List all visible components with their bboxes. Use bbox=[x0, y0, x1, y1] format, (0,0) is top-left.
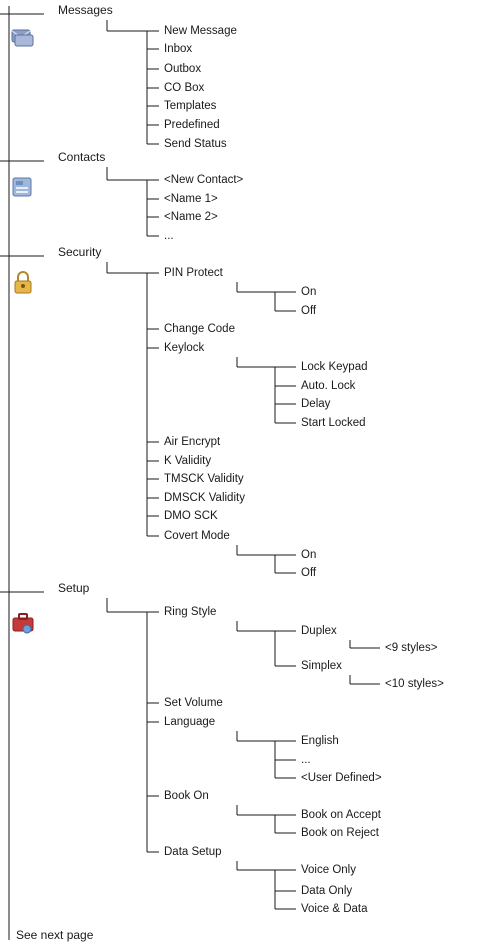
section-title-contacts: Contacts bbox=[58, 150, 106, 164]
toolbox-icon bbox=[12, 613, 34, 634]
menu-item: English bbox=[301, 735, 339, 747]
menu-item: Auto. Lock bbox=[301, 380, 356, 392]
menu-item: Book on Reject bbox=[301, 827, 379, 839]
menu-item: Set Volume bbox=[164, 697, 223, 709]
menu-item: Book On bbox=[164, 790, 209, 802]
menu-item: Voice Only bbox=[301, 864, 356, 876]
menu-item: Data Setup bbox=[164, 846, 222, 858]
menu-item: Off bbox=[301, 305, 317, 317]
menu-item: Keylock bbox=[164, 342, 205, 354]
padlock-icon bbox=[14, 271, 32, 294]
menu-item: ... bbox=[301, 754, 311, 766]
menu-item: Outbox bbox=[164, 63, 202, 75]
menu-item: Templates bbox=[164, 100, 217, 112]
menu-item: Send Status bbox=[164, 138, 227, 150]
envelopes-icon bbox=[11, 29, 34, 47]
menu-item: <New Contact> bbox=[164, 174, 244, 186]
menu-item: TMSCK Validity bbox=[164, 473, 244, 485]
menu-item: <Name 1> bbox=[164, 193, 218, 205]
menu-item: Simplex bbox=[301, 660, 342, 672]
menu-item: Covert Mode bbox=[164, 530, 230, 542]
menu-item: K Validity bbox=[164, 455, 212, 467]
menu-item: <9 styles> bbox=[385, 642, 438, 654]
menu-item: Book on Accept bbox=[301, 809, 381, 821]
menu-item: Delay bbox=[301, 398, 331, 410]
menu-item: Predefined bbox=[164, 119, 220, 131]
menu-item: On bbox=[301, 286, 317, 298]
menu-item: ... bbox=[164, 230, 174, 242]
section-title-messages: Messages bbox=[58, 3, 113, 17]
menu-item: PIN Protect bbox=[164, 267, 223, 279]
menu-item: <Name 2> bbox=[164, 211, 218, 223]
address-book-icon bbox=[12, 177, 32, 197]
menu-item: <User Defined> bbox=[301, 772, 382, 784]
section-title-setup: Setup bbox=[58, 581, 90, 595]
menu-item: Off bbox=[301, 567, 317, 579]
menu-item: Air Encrypt bbox=[164, 436, 221, 448]
menu-item: Inbox bbox=[164, 43, 193, 55]
menu-item: Change Code bbox=[164, 323, 235, 335]
menu-item: Start Locked bbox=[301, 417, 366, 429]
see-next-page-note: See next page bbox=[16, 928, 94, 942]
menu-item: Language bbox=[164, 716, 216, 728]
menu-item: <10 styles> bbox=[385, 678, 444, 690]
section-title-security: Security bbox=[58, 245, 102, 259]
menu-item: Voice & Data bbox=[301, 903, 368, 915]
menu-item: New Message bbox=[164, 25, 237, 37]
menu-item: On bbox=[301, 549, 317, 561]
menu-item: Duplex bbox=[301, 625, 337, 637]
menu-item: DMO SCK bbox=[164, 510, 218, 522]
menu-item: Lock Keypad bbox=[301, 361, 368, 373]
menu-item: DMSCK Validity bbox=[164, 492, 245, 504]
menu-item: CO Box bbox=[164, 82, 205, 94]
menu-item: Ring Style bbox=[164, 606, 217, 618]
menu-item: Data Only bbox=[301, 885, 353, 897]
